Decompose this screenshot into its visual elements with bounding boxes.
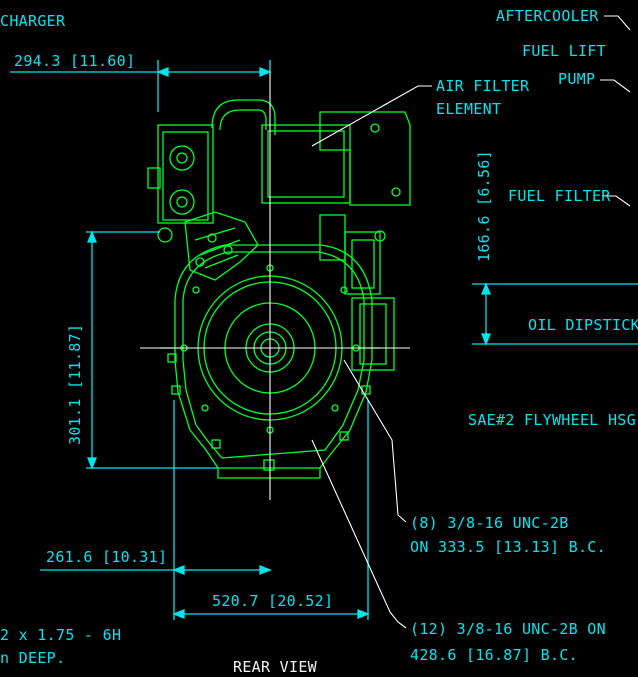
bolt-pattern-12-line2: 428.6 [16.87] B.C.	[410, 646, 578, 664]
aftercooler-label: AFTERCOOLER	[496, 7, 599, 25]
dim-vertical-height-label: 301.1 [11.87]	[66, 324, 84, 445]
dim-left-offset	[40, 400, 272, 620]
thread-note-line1: 2 x 1.75 - 6H	[0, 626, 121, 644]
turbocharger-label: CHARGER	[0, 12, 66, 30]
dim-dipstick-height-label: 166.6 [6.56]	[475, 150, 493, 262]
dim-bottom-width-label: 520.7 [20.52]	[212, 592, 333, 610]
air-filter-label-2: ELEMENT	[436, 100, 501, 118]
dim-dipstick-height	[472, 282, 638, 346]
bolt-pattern-8-line1: (8) 3/8-16 UNC-2B	[410, 514, 569, 532]
fuel-lift-pump-label-2: PUMP	[558, 70, 595, 88]
bolt-pattern-8-line2: ON 333.5 [13.13] B.C.	[410, 538, 606, 556]
callout-leaders	[311, 15, 631, 629]
flywheel-housing-label: SAE#2 FLYWHEEL HSG	[468, 411, 636, 429]
air-filter-label-1: AIR FILTER	[436, 77, 530, 95]
dim-vertical-height	[86, 230, 218, 470]
dim-left-offset-label: 261.6 [10.31]	[46, 548, 167, 566]
dim-bottom-width	[172, 400, 370, 620]
dim-top-width-label: 294.3 [11.60]	[14, 52, 135, 70]
thread-note-line2: n DEEP.	[0, 649, 65, 667]
engine-outline	[147, 99, 411, 479]
dim-top-width	[10, 60, 272, 112]
fuel-filter-label: FUEL FILTER	[508, 187, 611, 205]
centerlines	[140, 70, 410, 500]
fuel-lift-pump-label-1: FUEL LIFT	[522, 42, 606, 60]
oil-dipstick-label: OIL DIPSTICK	[528, 316, 638, 334]
bolt-pattern-12-line1: (12) 3/8-16 UNC-2B ON	[410, 620, 606, 638]
view-title: REAR VIEW	[233, 658, 318, 676]
